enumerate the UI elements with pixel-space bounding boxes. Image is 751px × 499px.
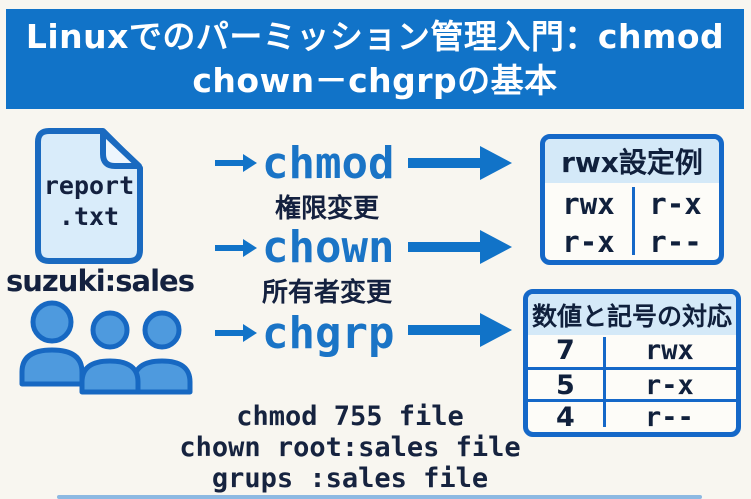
right-arrow-icon xyxy=(215,239,257,257)
table-row: 7 rwx xyxy=(528,335,736,367)
table-cell-number: 7 xyxy=(556,335,575,366)
command-chgrp: chgrp xyxy=(262,308,395,359)
table-cell-symbol: rwx xyxy=(645,335,694,366)
table-cell-symbol: r-- xyxy=(645,402,694,433)
table-cell-number: 4 xyxy=(556,402,575,433)
number-table-body: 7 rwx 5 r-x 4 r-- xyxy=(528,335,736,433)
command-chmod-label: 権限変更 xyxy=(274,194,379,224)
right-arrow-icon xyxy=(408,146,512,180)
table-cell: r-- xyxy=(649,225,702,259)
command-chown-label: 所有者変更 xyxy=(261,278,392,308)
title-banner: Linuxでのパーミッション管理入門：chmod chown－chgrpの基本 xyxy=(6,9,744,109)
table-row: 5 r-x xyxy=(528,367,736,401)
file-name-line2: .txt xyxy=(58,202,120,231)
bottom-accent-strip xyxy=(57,495,702,499)
table-cell: r-x xyxy=(649,187,702,221)
number-symbol-table: 数値と記号の対応 7 rwx 5 r-x 4 r-- xyxy=(523,289,741,437)
rwx-table-title: rwx設定例 xyxy=(545,139,719,183)
example-line: grups :sales file xyxy=(211,463,489,494)
example-line: chmod 755 file xyxy=(236,401,464,432)
command-chmod: chmod xyxy=(262,138,395,189)
file-name: report .txt xyxy=(33,170,145,232)
table-cell-symbol: r-x xyxy=(645,370,694,401)
table-row: 4 r-- xyxy=(528,399,736,433)
table-cell: rwx xyxy=(562,187,615,221)
title-line-2: chown－chgrpの基本 xyxy=(192,61,558,100)
example-line: chown root:sales file xyxy=(179,432,521,463)
right-arrow-icon xyxy=(215,324,257,342)
right-arrow-icon xyxy=(408,230,512,264)
rwx-example-table: rwx設定例 rwx r-x r-x r-- xyxy=(540,134,724,265)
file-name-line1: report xyxy=(43,171,135,200)
right-arrow-icon xyxy=(408,313,512,347)
title-line-1: Linuxでのパーミッション管理入門：chmod xyxy=(25,17,725,56)
document-icon xyxy=(35,128,143,264)
number-table-title: 数値と記号の対応 xyxy=(528,294,736,335)
table-cell: r-x xyxy=(562,225,615,259)
command-examples: chmod 755 file chown root:sales file gru… xyxy=(140,401,560,494)
table-divider xyxy=(632,187,635,255)
table-cell-number: 5 xyxy=(556,370,575,401)
rwx-table-body: rwx r-x r-x r-- xyxy=(545,183,719,260)
right-arrow-icon xyxy=(215,154,257,172)
users-group-icon xyxy=(19,300,193,395)
command-chown: chown xyxy=(262,222,395,273)
file-owner-label: suzuki:sales xyxy=(6,264,195,298)
table-divider xyxy=(602,337,606,427)
